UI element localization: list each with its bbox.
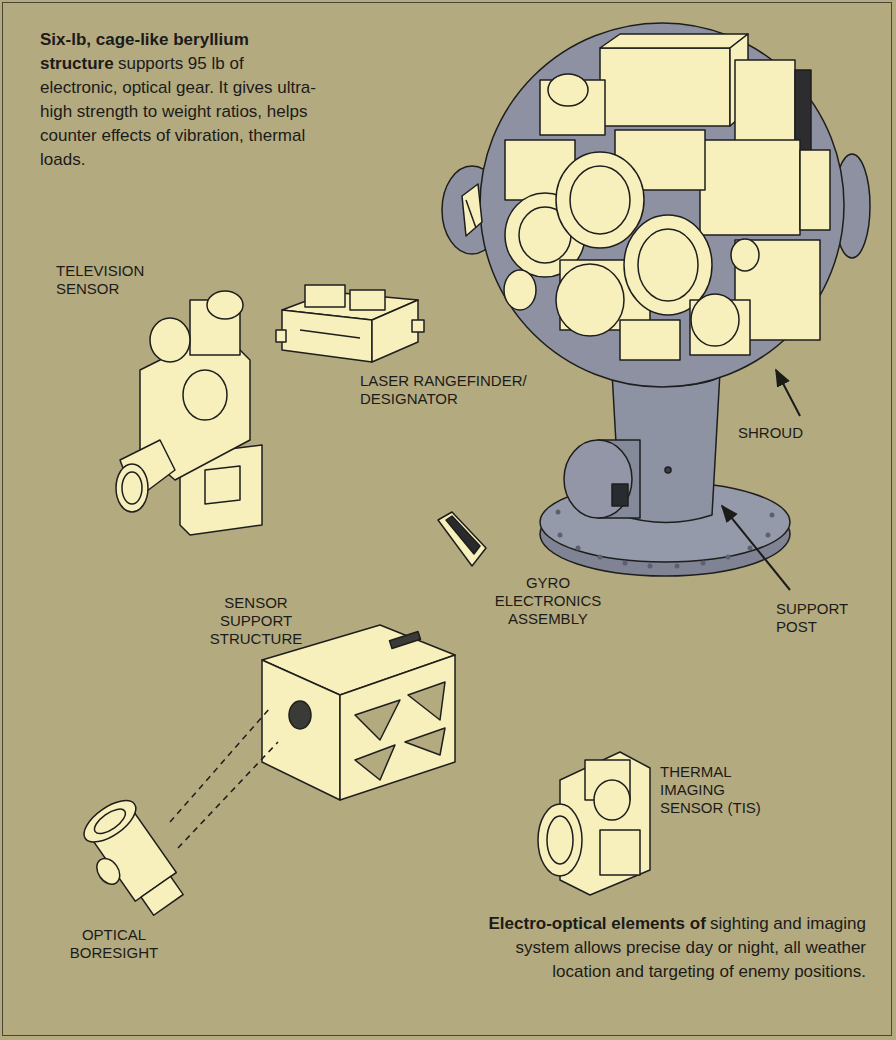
- laser-art: [276, 285, 424, 362]
- tv-lens-inner: [122, 472, 142, 504]
- laser-line: [300, 330, 360, 338]
- tis-block: [600, 830, 640, 875]
- gear-box-top: [600, 34, 748, 48]
- laser-tab: [412, 320, 424, 332]
- leader-arrow: [722, 506, 790, 590]
- side-cylinder-end: [564, 440, 632, 518]
- laser-module: [305, 285, 345, 307]
- lens: [556, 264, 624, 336]
- window-glass: [462, 184, 482, 236]
- lens-inner: [638, 229, 698, 301]
- tis-lens: [538, 804, 582, 876]
- structure-cutout: [355, 745, 395, 780]
- bolt-hole: [701, 561, 706, 566]
- tv-knob: [183, 370, 227, 420]
- tv-lens: [116, 464, 148, 512]
- structure-cutout: [408, 682, 445, 720]
- laser-front: [282, 310, 372, 362]
- bolt-hole: [558, 533, 563, 538]
- part-label: LASER RANGEFINDER/ DESIGNATOR: [360, 372, 540, 408]
- tv-bracket-notch: [205, 466, 240, 504]
- dashed-line: [178, 742, 278, 848]
- television-sensor-art: [116, 291, 262, 535]
- part-label: THERMAL IMAGING SENSOR (TIS): [660, 763, 790, 817]
- leader-arrow: [776, 370, 800, 416]
- bolt-hole: [770, 513, 775, 518]
- structure-cutout: [405, 728, 445, 755]
- boresight-lens: [77, 793, 142, 850]
- bolt-hole: [576, 546, 581, 551]
- bolt-hole: [675, 564, 680, 569]
- bolt-hole: [598, 555, 603, 560]
- note-paragraph: Six-lb, cage-like beryllium structuresup…: [40, 28, 322, 172]
- bolt-hole: [766, 533, 771, 538]
- shroud-sphere: [480, 23, 844, 387]
- bolt-hole: [726, 555, 731, 560]
- gear-housing: [700, 140, 800, 235]
- gear-block: [620, 320, 680, 360]
- structure-front: [262, 660, 340, 800]
- part-label: SHROUD: [738, 424, 828, 442]
- lens-inner: [570, 166, 630, 234]
- structure-side: [340, 655, 455, 800]
- post-hole: [665, 467, 671, 473]
- lens: [691, 294, 739, 346]
- dashed-line: [170, 708, 270, 822]
- bolt-hole: [748, 546, 753, 551]
- bolt-hole: [623, 561, 628, 566]
- line-art: [69, 23, 870, 928]
- knob: [731, 239, 759, 271]
- connector: [612, 484, 628, 506]
- gear-bracket: [800, 150, 830, 230]
- bolt-hole: [556, 510, 561, 515]
- support-structure-art: [262, 625, 455, 800]
- knob: [504, 270, 536, 310]
- gear-box: [600, 48, 730, 126]
- boresight-lens-inner: [91, 804, 130, 838]
- part-label: SUPPORT POST: [776, 600, 868, 636]
- gyro-card: [438, 512, 486, 566]
- part-label: OPTICAL BORESIGHT: [58, 926, 170, 962]
- internal-gear: [504, 34, 830, 360]
- knob: [548, 74, 588, 106]
- tv-knob: [150, 318, 190, 362]
- window-line: [466, 200, 476, 228]
- note-lead: Electro-optical elements of: [489, 914, 706, 933]
- part-label: GYRO ELECTRONICS ASSEMBLY: [492, 574, 604, 628]
- structure-slot: [389, 632, 420, 649]
- structure-cutout: [355, 700, 400, 740]
- laser-module: [350, 290, 385, 310]
- part-label: TELEVISION SENSOR: [56, 262, 166, 298]
- lens: [556, 152, 644, 248]
- tv-knob: [207, 291, 243, 319]
- gyro-card-face: [446, 516, 480, 554]
- tis-lens-inner: [547, 816, 573, 864]
- boresight-foot: [141, 877, 183, 916]
- tis-knob: [594, 780, 630, 820]
- note-paragraph: Electro-optical elements ofsighting and …: [488, 912, 866, 984]
- bolt-hole: [648, 564, 653, 569]
- boresight-knob: [92, 854, 124, 888]
- part-label: SENSOR SUPPORT STRUCTURE: [200, 594, 312, 648]
- boresight-art: [69, 793, 193, 928]
- tis-art: [538, 752, 650, 895]
- laser-tab: [276, 330, 286, 342]
- structure-hole: [289, 701, 311, 729]
